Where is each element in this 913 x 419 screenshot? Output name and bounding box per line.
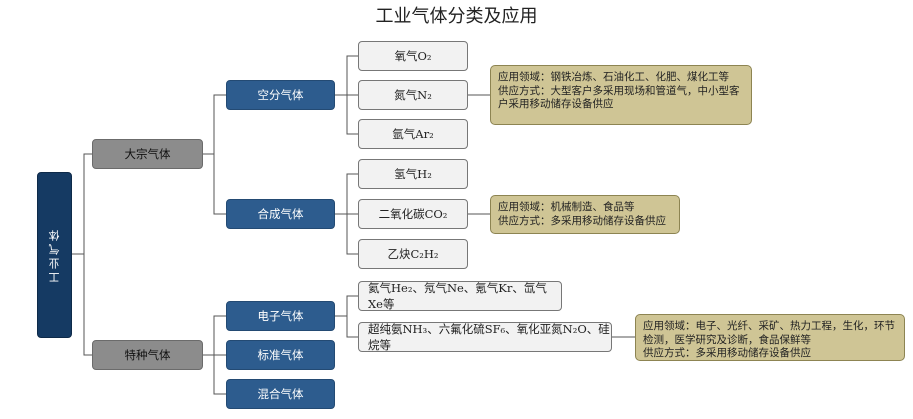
gas-electronic-list-label: 超纯氨NH₃、六氟化硫SF₆、氧化亚氮N₂O、硅烷等 — [368, 322, 610, 352]
category-special-label: 特种气体 — [124, 348, 171, 362]
gas-oxygen-label: 氧气O₂ — [394, 49, 432, 63]
gas-oxygen: 氧气O₂ — [358, 41, 468, 71]
subcategory-electronic: 电子气体 — [226, 301, 335, 331]
gas-nitrogen: 氮气N₂ — [358, 80, 468, 110]
gas-rare-list: 氦气He₂、氖气Ne、氪气Kr、氙气Xe等 — [358, 281, 562, 311]
gas-hydrogen: 氢气H₂ — [358, 159, 468, 189]
gas-nitrogen-label: 氮气N₂ — [394, 88, 432, 102]
note-electronic: 应用领域：电子、光纤、采矿、热力工程，生化，环节检测，医学研究及诊断，食品保鲜等… — [635, 314, 905, 361]
gas-rare-list-label: 氦气He₂、氖气Ne、氪气Kr、氙气Xe等 — [368, 281, 547, 311]
subcategory-synthetic: 合成气体 — [226, 199, 335, 229]
note-synthetic-application: 应用领域：机械制造、食品等 — [498, 201, 635, 213]
note-air-separation-application: 应用领域：钢铁冶炼、石油化工、化肥、煤化工等 — [498, 71, 729, 83]
category-bulk: 大宗气体 — [92, 139, 203, 169]
subcategory-air-separation-label: 空分气体 — [257, 88, 304, 102]
subcategory-standard-label: 标准气体 — [257, 348, 304, 362]
note-electronic-application: 应用领域：电子、光纤、采矿、热力工程，生化，环节检测，医学研究及诊断，食品保鲜等 — [643, 320, 895, 346]
gas-hydrogen-label: 氢气H₂ — [394, 167, 432, 181]
note-synthetic: 应用领域：机械制造、食品等 供应方式：多采用移动储存设备供应 — [490, 195, 680, 234]
gas-argon: 氩气Ar₂ — [358, 119, 468, 149]
subcategory-mixed-label: 混合气体 — [257, 387, 304, 401]
gas-acetylene: 乙炔C₂H₂ — [358, 239, 468, 269]
subcategory-mixed: 混合气体 — [226, 379, 335, 409]
gas-co2-label: 二氧化碳CO₂ — [378, 207, 448, 221]
gas-argon-label: 氩气Ar₂ — [392, 127, 434, 141]
note-air-separation: 应用领域：钢铁冶炼、石油化工、化肥、煤化工等 供应方式：大型客户多采用现场和管道… — [490, 65, 752, 125]
root-node: 工业气体 — [37, 172, 72, 338]
gas-electronic-list: 超纯氨NH₃、六氟化硫SF₆、氧化亚氮N₂O、硅烷等 — [358, 322, 612, 352]
subcategory-synthetic-label: 合成气体 — [257, 207, 304, 221]
note-air-separation-supply: 供应方式：大型客户多采用现场和管道气，中小型客户采用移动储存设备供应 — [498, 84, 740, 111]
category-special: 特种气体 — [92, 340, 203, 370]
subcategory-standard: 标准气体 — [226, 340, 335, 370]
category-bulk-label: 大宗气体 — [124, 147, 171, 161]
root-label: 工业气体 — [47, 227, 61, 283]
note-electronic-supply: 供应方式：多采用移动储存设备供应 — [643, 347, 811, 359]
subcategory-air-separation: 空分气体 — [226, 80, 335, 110]
gas-acetylene-label: 乙炔C₂H₂ — [387, 247, 439, 261]
note-synthetic-supply: 供应方式：多采用移动储存设备供应 — [498, 214, 666, 227]
subcategory-electronic-label: 电子气体 — [257, 309, 304, 323]
gas-co2: 二氧化碳CO₂ — [358, 199, 468, 229]
page-title: 工业气体分类及应用 — [375, 6, 538, 27]
